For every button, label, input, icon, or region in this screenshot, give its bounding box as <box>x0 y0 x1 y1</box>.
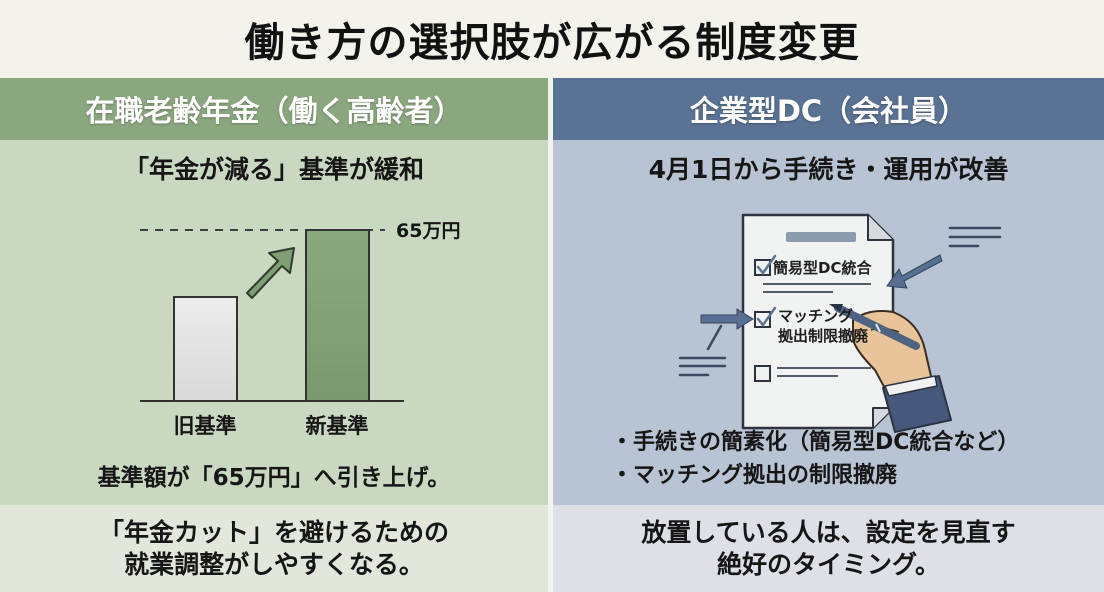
bullet-icon: ・ <box>611 430 634 455</box>
panel-header-left: 在職老齢年金（働く高齢者） <box>0 78 548 140</box>
pointer-arrow-icon <box>700 254 943 330</box>
panel-working-elderly-pension: 在職老齢年金（働く高齢者） 「年金が減る」基準が緩和 <box>0 78 548 592</box>
panel-footer-left: 「年金カット」を避けるための 就業調整がしやすくなる。 <box>0 505 548 592</box>
panel-footer-right: 放置している人は、設定を見直す 絶好のタイミング。 <box>553 505 1104 592</box>
footer-line-2: 就業調整がしやすくなる。 <box>124 549 424 579</box>
page-title: 働き方の選択肢が広がる制度変更 <box>0 0 1104 78</box>
footer-line-1: 「年金カット」を避けるための <box>98 517 449 547</box>
bar-label-old: 旧基準 <box>173 414 237 438</box>
left-subtitle: 「年金が減る」基準が緩和 <box>123 155 424 184</box>
list-item-text: マッチング拠出の制限撤廃 <box>633 463 898 488</box>
hand-with-pen-icon <box>829 304 952 433</box>
right-subtitle: 4月1日から手続き・運用が改善 <box>648 155 1009 184</box>
improvement-list: ・ 手続きの簡素化（簡易型DC統合など） ・ マッチング拠出の制限撤廃 <box>611 426 1019 492</box>
pension-threshold-chart: 65万円 旧基準 新基準 <box>0 140 548 505</box>
chart-caption: 基準額が「65万円」へ引き上げ。 <box>97 465 451 491</box>
checklist-item-1: 簡易型DC統合 <box>773 259 872 277</box>
footer-line-2: 絶好のタイミング。 <box>716 549 940 579</box>
checklist-illustration: 簡易型DC統合 マッチング 拠出制限撤廃 <box>553 140 1104 505</box>
document-signing-graphic <box>678 213 1002 433</box>
panel-divider <box>548 78 553 592</box>
bar-old-standard <box>173 296 238 402</box>
checklist-item-2-line-2: 拠出制限撤廃 <box>778 327 869 345</box>
list-item-text: 手続きの簡素化（簡易型DC統合など） <box>633 430 1020 455</box>
panel-body-left: 「年金が減る」基準が緩和 <box>0 140 548 505</box>
bar-label-new: 新基準 <box>305 414 369 438</box>
panel-body-right: 4月1日から手続き・運用が改善 <box>553 140 1104 505</box>
bullet-icon: ・ <box>611 463 634 488</box>
bar-new-standard <box>305 229 370 402</box>
motion-lines-icon <box>678 226 1002 377</box>
checklist-document-icon <box>741 213 895 430</box>
list-item: ・ 手続きの簡素化（簡易型DC統合など） <box>611 426 1019 459</box>
panel-header-right: 企業型DC（会社員） <box>553 78 1104 140</box>
reference-value-label: 65万円 <box>396 220 461 242</box>
checklist-item-2-line-1: マッチング <box>778 307 854 325</box>
increase-arrow-icon <box>246 247 295 299</box>
bar-chart-graphic <box>140 229 404 402</box>
list-item: ・ マッチング拠出の制限撤廃 <box>611 459 1019 492</box>
footer-line-1: 放置している人は、設定を見直す <box>641 517 1016 547</box>
panel-corporate-dc: 企業型DC（会社員） 4月1日から手続き・運用が改善 <box>553 78 1104 592</box>
